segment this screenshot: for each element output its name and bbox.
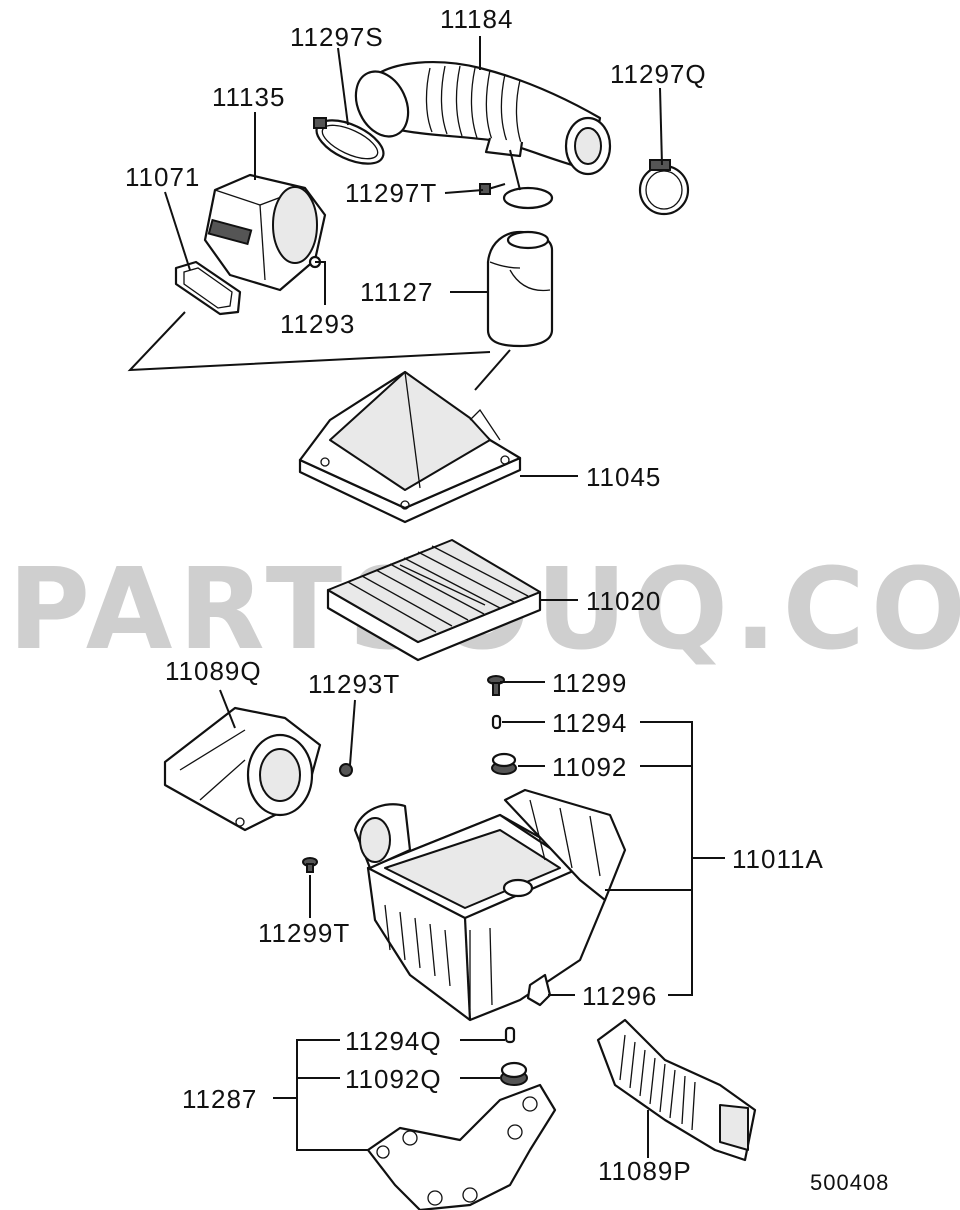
gasket-11071 <box>174 260 242 316</box>
label-11045: 11045 <box>586 462 661 492</box>
airflow-sensor-11135 <box>203 173 327 292</box>
label-11135: 11135 <box>212 82 285 112</box>
hose-clamp-11297q <box>638 164 690 216</box>
label-11299t: 11299T <box>258 918 350 948</box>
nut-11293t <box>339 763 353 777</box>
label-11297q: 11297Q <box>610 59 707 89</box>
label-11296: 11296 <box>582 981 657 1011</box>
clip-11296 <box>526 973 552 1007</box>
bushing-11294 <box>491 714 502 730</box>
bushing-11294q <box>504 1026 516 1044</box>
label-11089p: 11089P <box>598 1156 692 1186</box>
label-11184: 11184 <box>440 4 513 34</box>
grommet-11092 <box>491 752 517 775</box>
bolt-11299 <box>487 675 505 696</box>
reference-code: 500408 <box>810 1170 889 1195</box>
label-11294: 11294 <box>552 708 627 738</box>
label-11294q: 11294Q <box>345 1026 442 1056</box>
label-11293t: 11293T <box>308 669 400 699</box>
bracket-11287 <box>366 1083 557 1210</box>
intake-hose-11184 <box>354 61 612 176</box>
resonator-11127 <box>486 230 554 348</box>
label-11071: 11071 <box>125 162 200 192</box>
label-11127: 11127 <box>360 277 433 307</box>
inlet-duct-11089p <box>596 1018 757 1162</box>
duct-11089q <box>163 706 322 832</box>
air-cleaner-case-11011a <box>353 788 627 1022</box>
label-11287: 11287 <box>182 1084 257 1114</box>
label-11297s: 11297S <box>290 22 384 52</box>
label-11011a: 11011A <box>732 844 824 874</box>
label-11297t: 11297T <box>345 178 437 208</box>
label-11299: 11299 <box>552 668 627 698</box>
label-11020: 11020 <box>586 586 661 616</box>
hose-clamp-11297t <box>502 186 554 210</box>
label-11293: 11293 <box>280 309 355 339</box>
grommet-11092q <box>500 1061 528 1086</box>
leader-lines <box>164 36 725 1158</box>
label-11092q: 11092Q <box>345 1064 442 1094</box>
air-filter-11020 <box>326 539 542 662</box>
air-cleaner-cover-11045 <box>298 370 522 524</box>
bolt-11299t <box>302 857 318 873</box>
label-11092: 11092 <box>552 752 627 782</box>
label-11089q: 11089Q <box>165 656 262 686</box>
